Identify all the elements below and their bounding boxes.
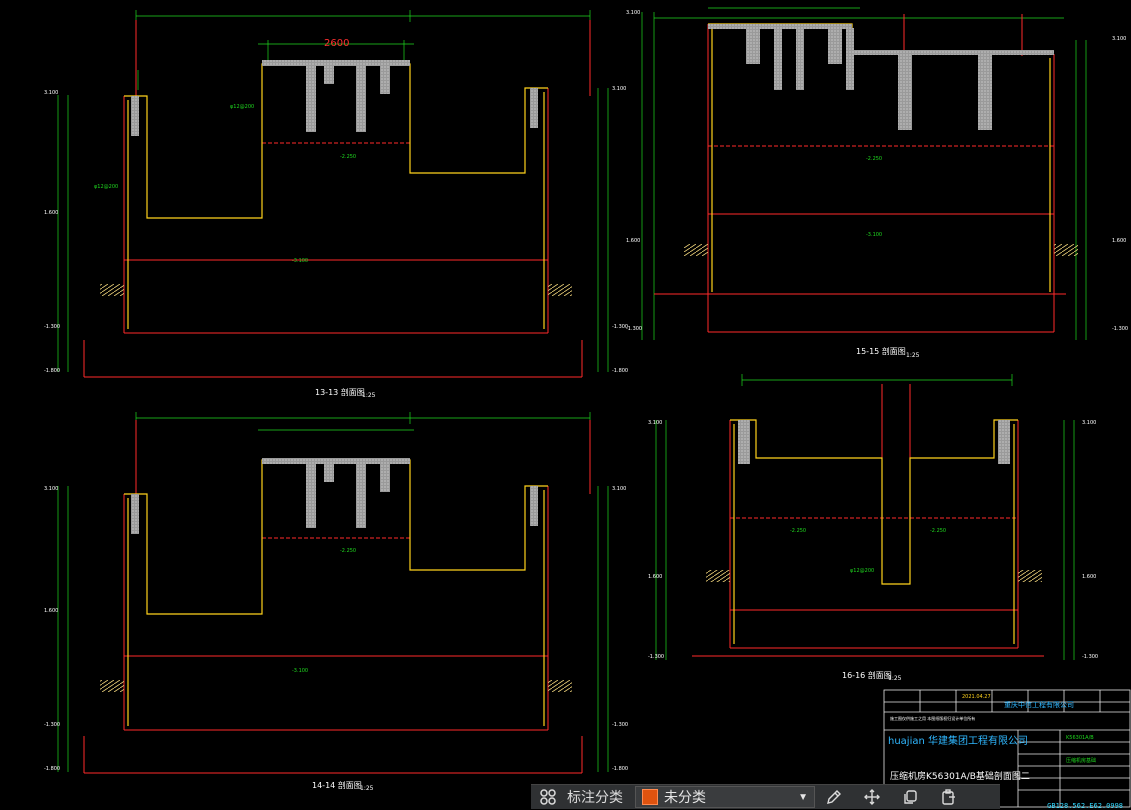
svg-text:1.600: 1.600: [44, 210, 58, 216]
svg-text:φ12@200: φ12@200: [94, 184, 118, 190]
section-15-scale: 1:25: [906, 352, 920, 359]
svg-text:-2.250: -2.250: [340, 548, 356, 554]
svg-text:-1.800: -1.800: [612, 368, 628, 374]
section-16-scale: 1:25: [888, 675, 902, 682]
title-block: huajian 华建集团工程有限公司 压缩机房K56301A/B基础剖面图二 G…: [884, 690, 1131, 810]
section-16-label: 16-16 剖面图: [842, 670, 892, 680]
svg-text:3.100: 3.100: [1112, 36, 1126, 42]
chevron-down-icon: ▼: [798, 791, 808, 803]
move-icon[interactable]: [853, 785, 891, 809]
svg-text:3.100: 3.100: [612, 486, 626, 492]
svg-text:-2.250: -2.250: [930, 528, 946, 534]
svg-text:-1.800: -1.800: [44, 766, 60, 772]
section-14-14[interactable]: 14-14 剖面图 1:25 -2.250 -3.100 3.100 1.600 -1…: [44, 412, 628, 792]
svg-text:-2.250: -2.250: [866, 156, 882, 162]
section-13-13[interactable]: 2600 13-13 剖面图 1:25 -2.250 -3.100 φ12@200…: [44, 10, 628, 399]
dimension-2600: 2600: [324, 38, 349, 49]
svg-text:-1.300: -1.300: [612, 722, 628, 728]
copy-icon[interactable]: [891, 785, 929, 809]
category-dropdown[interactable]: 未分类 ▼: [635, 786, 815, 808]
svg-text:3.100: 3.100: [626, 10, 640, 16]
svg-text:-1.300: -1.300: [648, 654, 664, 660]
svg-text:-3.100: -3.100: [292, 258, 308, 264]
svg-text:1.600: 1.600: [1112, 238, 1126, 244]
svg-text:3.100: 3.100: [1082, 420, 1096, 426]
paste-icon[interactable]: [929, 785, 967, 809]
drawing-name: 压缩机房K56301A/B基础剖面图二: [890, 772, 1030, 782]
svg-text:3.100: 3.100: [612, 86, 626, 92]
section-15-label: 15-15 剖面图: [856, 346, 906, 356]
section-13-label: 13-13 剖面图: [315, 387, 365, 397]
svg-text:-1.800: -1.800: [612, 766, 628, 772]
svg-text:K56301A/B: K56301A/B: [1066, 735, 1094, 741]
company-logo: huajian 华建集团工程有限公司: [888, 736, 1029, 747]
category-color-swatch: [642, 789, 658, 805]
company-name: 重庆中信工程有限公司: [1004, 701, 1074, 709]
svg-text:1.600: 1.600: [648, 574, 662, 580]
category-label: 标注分类: [567, 789, 623, 805]
svg-text:-2.250: -2.250: [790, 528, 806, 534]
svg-text:-1.800: -1.800: [44, 368, 60, 374]
svg-text:-1.300: -1.300: [612, 324, 628, 330]
svg-text:1.600: 1.600: [1082, 574, 1096, 580]
sheet-number: GB128.562.E62.0998: [1047, 802, 1123, 810]
svg-text:2021.04.27: 2021.04.27: [962, 694, 991, 700]
svg-text:-1.300: -1.300: [626, 326, 642, 332]
svg-text:φ12@200: φ12@200: [230, 104, 254, 110]
section-16-16[interactable]: 16-16 剖面图 1:25 -2.250 -2.250 φ12@200 3.10…: [648, 374, 1098, 682]
svg-text:3.100: 3.100: [44, 90, 58, 96]
category-value: 未分类: [664, 789, 706, 805]
svg-text:施工图仅供施工之用 本图纸版权归设计单位所有: 施工图仅供施工之用 本图纸版权归设计单位所有: [890, 715, 975, 721]
section-15-15[interactable]: 15-15 剖面图 1:25 -2.250 -3.100 3.100 1.600 -1…: [626, 7, 1128, 359]
svg-text:-2.250: -2.250: [340, 154, 356, 160]
svg-text:-1.300: -1.300: [1082, 654, 1098, 660]
svg-text:-1.300: -1.300: [44, 722, 60, 728]
svg-text:-1.300: -1.300: [44, 324, 60, 330]
svg-text:-3.100: -3.100: [292, 668, 308, 674]
svg-text:φ12@200: φ12@200: [850, 568, 874, 574]
pen-icon[interactable]: [815, 785, 853, 809]
svg-text:1.600: 1.600: [626, 238, 640, 244]
svg-text:3.100: 3.100: [648, 420, 662, 426]
annotation-toolbar: 标注分类 未分类 ▼: [531, 784, 1000, 809]
svg-text:1.600: 1.600: [44, 608, 58, 614]
svg-text:压缩机房基础: 压缩机房基础: [1066, 757, 1096, 764]
svg-text:-3.100: -3.100: [866, 232, 882, 238]
title-block-frame: [883, 689, 1131, 808]
section-14-label: 14-14 剖面图: [312, 780, 362, 790]
section-13-scale: 1:25: [362, 392, 376, 399]
grid-icon[interactable]: [531, 785, 565, 809]
svg-text:-1.300: -1.300: [1112, 326, 1128, 332]
section-14-scale: 1:25: [360, 785, 374, 792]
svg-text:3.100: 3.100: [44, 486, 58, 492]
